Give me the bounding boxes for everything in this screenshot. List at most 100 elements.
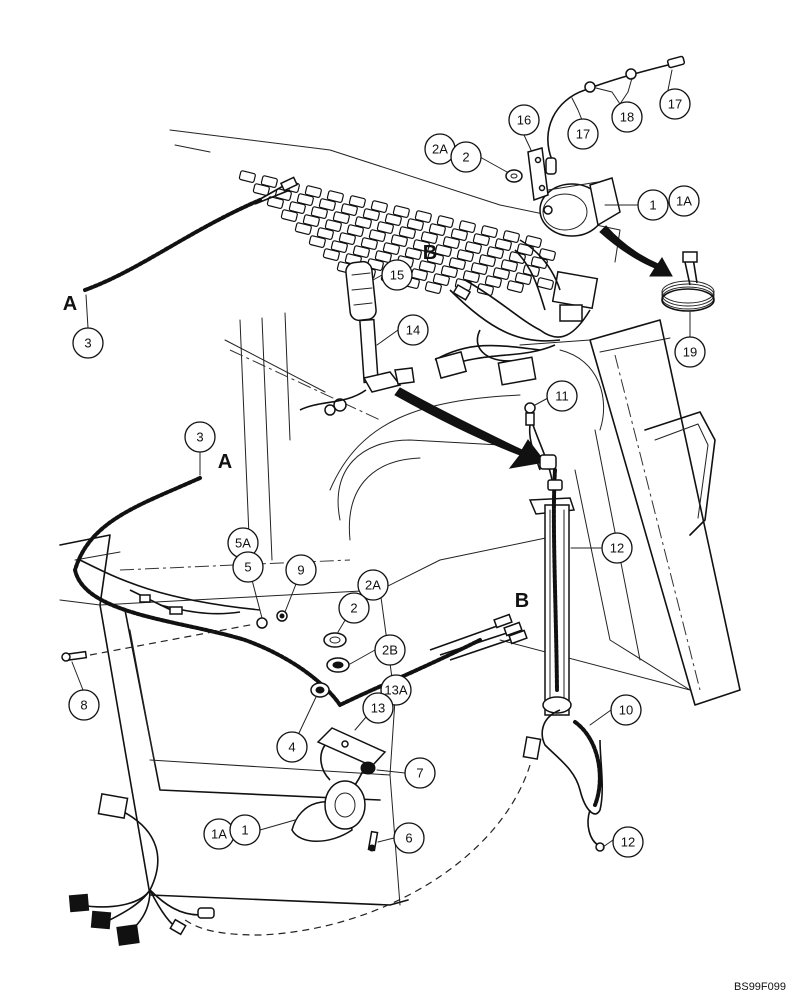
svg-text:4: 4 [288, 740, 295, 755]
callout-18[interactable]: 18 [611, 101, 643, 133]
part-5-9-fasteners [256, 610, 288, 629]
callout-12-upper[interactable]: 12 [601, 532, 633, 564]
upper-wiring-harness [434, 239, 599, 386]
grille-slot [450, 228, 468, 241]
grille-slot [492, 267, 510, 280]
svg-text:7: 7 [416, 766, 423, 781]
svg-text:11: 11 [555, 389, 569, 404]
grille-slot [260, 175, 278, 188]
svg-text:17: 17 [668, 97, 682, 112]
part-4-grommet [310, 682, 330, 698]
callout-15[interactable]: 15 [381, 259, 413, 291]
callout-1-bottom[interactable]: 1 [229, 814, 261, 846]
grille-slot [330, 240, 348, 253]
grille-slot [316, 227, 334, 240]
svg-text:1: 1 [649, 198, 656, 213]
grille-slot [514, 272, 532, 285]
callout-13[interactable]: 13 [362, 692, 394, 724]
part-11-switch [524, 402, 553, 481]
grille-slot [352, 245, 370, 258]
part-16-bracket [527, 147, 549, 202]
part-13-mounting-plate [316, 727, 387, 767]
callout-3-top[interactable]: 3 [72, 327, 104, 359]
callout-7[interactable]: 7 [404, 757, 436, 789]
svg-text:18: 18 [620, 110, 634, 125]
callout-14[interactable]: 14 [397, 314, 429, 346]
callout-12-lower[interactable]: 12 [612, 826, 644, 858]
grille-slot [252, 183, 270, 196]
callout-3-mid[interactable]: 3 [184, 421, 216, 453]
callout-1-top[interactable]: 1 [637, 189, 669, 221]
grille-slot [428, 223, 446, 236]
callouts: 1 1A 2A 2 16 17 17 18 19 15 14 3 3 11 12… [68, 88, 706, 858]
svg-text:1: 1 [241, 823, 248, 838]
callout-2b[interactable]: 2B [374, 634, 406, 666]
callout-9[interactable]: 9 [285, 554, 317, 586]
svg-text:8: 8 [80, 698, 87, 713]
callout-17-right[interactable]: 17 [659, 88, 691, 120]
detail-arrow-14-to-12 [394, 387, 546, 469]
grille-slot [368, 229, 386, 242]
callout-11[interactable]: 11 [546, 380, 578, 412]
grille-slot [426, 252, 444, 265]
grille-slot [524, 235, 542, 248]
grille-slot [484, 275, 502, 288]
grille-slot [442, 236, 460, 249]
callout-2a-mid[interactable]: 2A [357, 569, 389, 601]
grille-slot [332, 211, 350, 224]
svg-text:19: 19 [683, 345, 697, 360]
grille-slot [522, 264, 540, 277]
grille-slot [464, 241, 482, 254]
grille-slot [346, 224, 364, 237]
grille-slot [472, 233, 490, 246]
callout-8[interactable]: 8 [68, 689, 100, 721]
part-19-coil-wire [661, 251, 715, 312]
harness-b-connectors [429, 613, 528, 661]
callout-5[interactable]: 5 [232, 551, 264, 583]
dashed-wire-routing [184, 764, 531, 936]
svg-text:12: 12 [610, 541, 624, 556]
svg-text:2: 2 [462, 150, 469, 165]
part-12-mounting-bar [528, 454, 576, 716]
section-markers: A A B B [63, 242, 529, 612]
callout-19[interactable]: 19 [674, 336, 706, 368]
svg-text:15: 15 [390, 268, 404, 283]
grille-slot [384, 213, 402, 226]
grille-slot [294, 222, 312, 235]
grille-slot [304, 185, 322, 198]
grille-slot [296, 193, 314, 206]
callout-4[interactable]: 4 [276, 731, 308, 763]
grille-slot [434, 244, 452, 257]
svg-text:5A: 5A [235, 536, 251, 551]
callout-1a-top[interactable]: 1A [668, 185, 700, 217]
callout-6[interactable]: 6 [393, 822, 425, 854]
callout-2-top[interactable]: 2 [450, 141, 482, 173]
part-14-handle-shaft [299, 318, 415, 416]
svg-text:10: 10 [619, 703, 633, 718]
part-17-18-wire-assembly [545, 55, 686, 175]
grille-slot [288, 201, 306, 214]
grille-slot [354, 216, 372, 229]
grille-slot [360, 237, 378, 250]
grille-slot [470, 262, 488, 275]
callout-2a-top[interactable]: 2A [424, 133, 456, 165]
marker-b-top: B [423, 242, 437, 264]
marker-b-mid: B [515, 590, 529, 612]
leader-lines [71, 69, 691, 848]
grille-slot [322, 248, 340, 261]
lower-left-connector-harness [68, 793, 215, 946]
callout-10[interactable]: 10 [610, 694, 642, 726]
callout-2-mid[interactable]: 2 [338, 592, 370, 624]
grille-slot [536, 277, 554, 290]
callout-17-left[interactable]: 17 [567, 118, 599, 150]
part-10-pigtail [522, 709, 605, 852]
grille-slot [374, 250, 392, 263]
grille-slot [494, 238, 512, 251]
callout-1a-bottom[interactable]: 1A [203, 818, 235, 850]
grille-slot [308, 235, 326, 248]
grille-slot [376, 221, 394, 234]
callout-16[interactable]: 16 [508, 104, 540, 136]
svg-text:2A: 2A [432, 142, 448, 157]
grille-slot [458, 220, 476, 233]
